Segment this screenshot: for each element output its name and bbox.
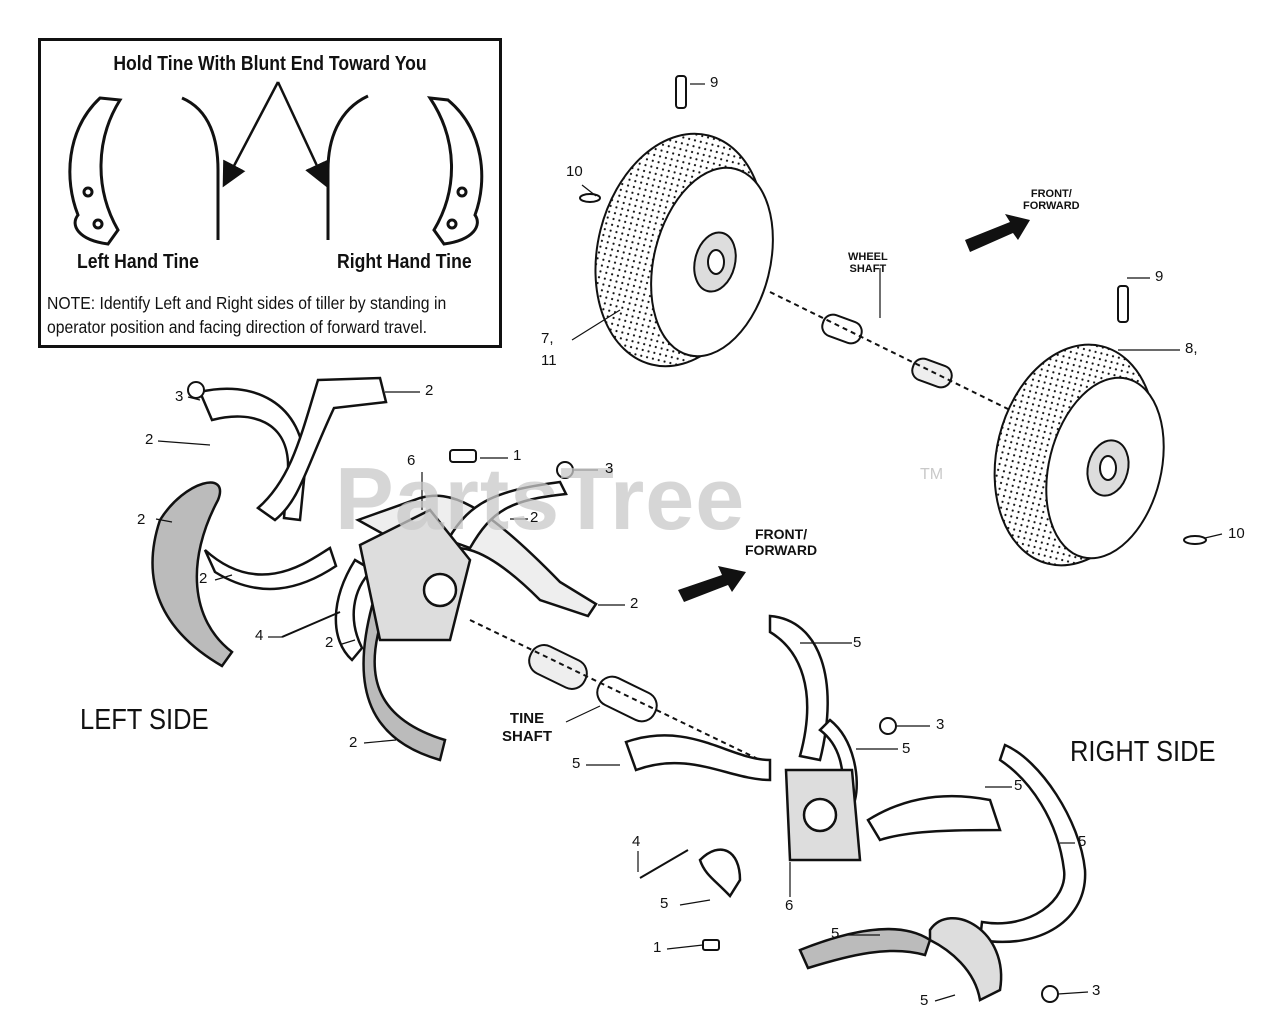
right-edge-tine xyxy=(326,94,369,240)
left-hand-tine-shape xyxy=(68,96,123,246)
callout-2-left-lower: 2 xyxy=(199,570,208,587)
callout-5-bottom: 5 xyxy=(920,992,929,1009)
callout-2-bottom: 2 xyxy=(349,734,358,751)
right-side-label: RIGHT SIDE xyxy=(1070,736,1216,768)
callout-5-lower-left: 5 xyxy=(660,895,669,912)
tine-shaft-label: TINE SHAFT xyxy=(502,710,552,745)
left-side-label: LEFT SIDE xyxy=(80,704,209,736)
callout-5-right: 5 xyxy=(1078,833,1087,850)
callout-2-center: 2 xyxy=(530,509,539,526)
callout-5-left: 5 xyxy=(572,755,581,772)
wheel-shaft-parts xyxy=(769,291,1011,411)
tine-illustrations xyxy=(68,94,484,246)
callout-3-left: 3 xyxy=(175,388,184,405)
note-title: Hold Tine With Blunt End Toward You xyxy=(113,53,427,75)
left-tine-assembly xyxy=(151,376,598,762)
note-box: Hold Tine With Blunt End Toward You Left… xyxy=(38,38,502,348)
callout-8: 8, xyxy=(1185,340,1198,357)
callout-5-lower: 5 xyxy=(831,925,840,942)
callout-4-left: 4 xyxy=(255,627,264,644)
callout-4-right: 4 xyxy=(632,833,641,850)
front-forward-label-top: FRONT/ FORWARD xyxy=(1023,188,1080,212)
watermark: PartsTree xyxy=(335,449,746,548)
callout-6-left: 6 xyxy=(407,452,416,469)
callout-3-center: 3 xyxy=(605,460,614,477)
wheel-bolts-pins xyxy=(579,75,1207,545)
blunt-end-arrows xyxy=(222,81,328,188)
watermark-tm: TM xyxy=(920,466,944,483)
callout-2-right: 2 xyxy=(630,595,639,612)
right-wheel xyxy=(993,343,1165,567)
callout-9-right: 9 xyxy=(1155,268,1164,285)
front-forward-arrows xyxy=(678,214,1030,602)
front-forward-label-center: FRONT/ FORWARD xyxy=(745,526,818,558)
callout-9-top: 9 xyxy=(710,74,719,91)
left-edge-tine xyxy=(181,96,220,240)
callout-3-bottom: 3 xyxy=(1092,982,1101,999)
callout-2-left-upper: 2 xyxy=(145,431,154,448)
callout-3-right-upper: 3 xyxy=(936,716,945,733)
callout-10-left: 10 xyxy=(566,163,583,180)
callout-2-top: 2 xyxy=(425,382,434,399)
callout-10-right: 10 xyxy=(1228,525,1245,542)
callout-7-11: 7, 11 xyxy=(541,330,557,369)
wheel-shaft-label: WHEEL SHAFT xyxy=(848,251,888,275)
left-hand-tine-label: Left Hand Tine xyxy=(77,251,199,273)
left-wheel xyxy=(594,132,774,368)
right-tine-assembly xyxy=(624,614,1087,1002)
callout-1-top: 1 xyxy=(513,447,522,464)
callout-2-left-mid: 2 xyxy=(137,511,146,528)
leader-lines xyxy=(155,83,1223,1002)
right-hand-tine-label: Right Hand Tine xyxy=(337,251,472,273)
callout-5-right-upper: 5 xyxy=(1014,777,1023,794)
bolts-and-nuts xyxy=(187,381,1059,1003)
tine-shaft-part xyxy=(469,619,761,761)
callout-6-right: 6 xyxy=(785,897,794,914)
right-hand-tine-shape xyxy=(426,96,484,246)
callout-1-bottom: 1 xyxy=(653,939,662,956)
callout-5-hub: 5 xyxy=(902,740,911,757)
note-text: NOTE: Identify Left and Right sides of t… xyxy=(47,293,447,337)
callout-2-bottom-mid: 2 xyxy=(325,634,334,651)
callout-5-top: 5 xyxy=(853,634,862,651)
